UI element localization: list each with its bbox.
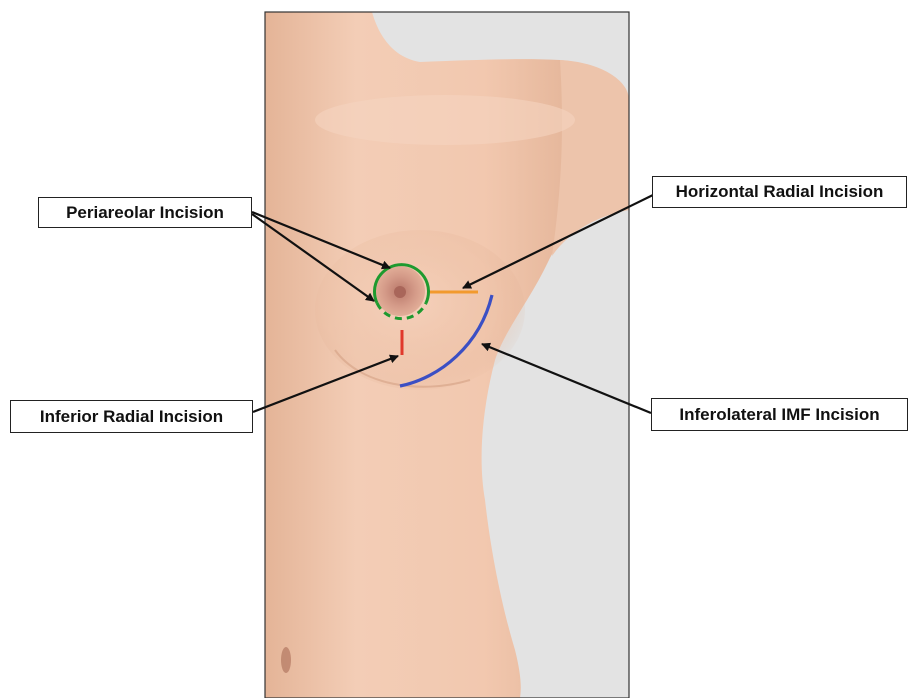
nipple	[394, 286, 406, 298]
image-panel	[265, 12, 629, 698]
periareolar-incision-label: Periareolar Incision	[38, 197, 252, 228]
inferolateral-imf-incision-label: Inferolateral IMF Incision	[651, 398, 908, 431]
horizontal-radial-incision-label: Horizontal Radial Incision	[652, 176, 907, 208]
navel	[281, 647, 291, 673]
inferior-radial-incision-label: Inferior Radial Incision	[10, 400, 253, 433]
collarbone-shading	[315, 95, 575, 145]
